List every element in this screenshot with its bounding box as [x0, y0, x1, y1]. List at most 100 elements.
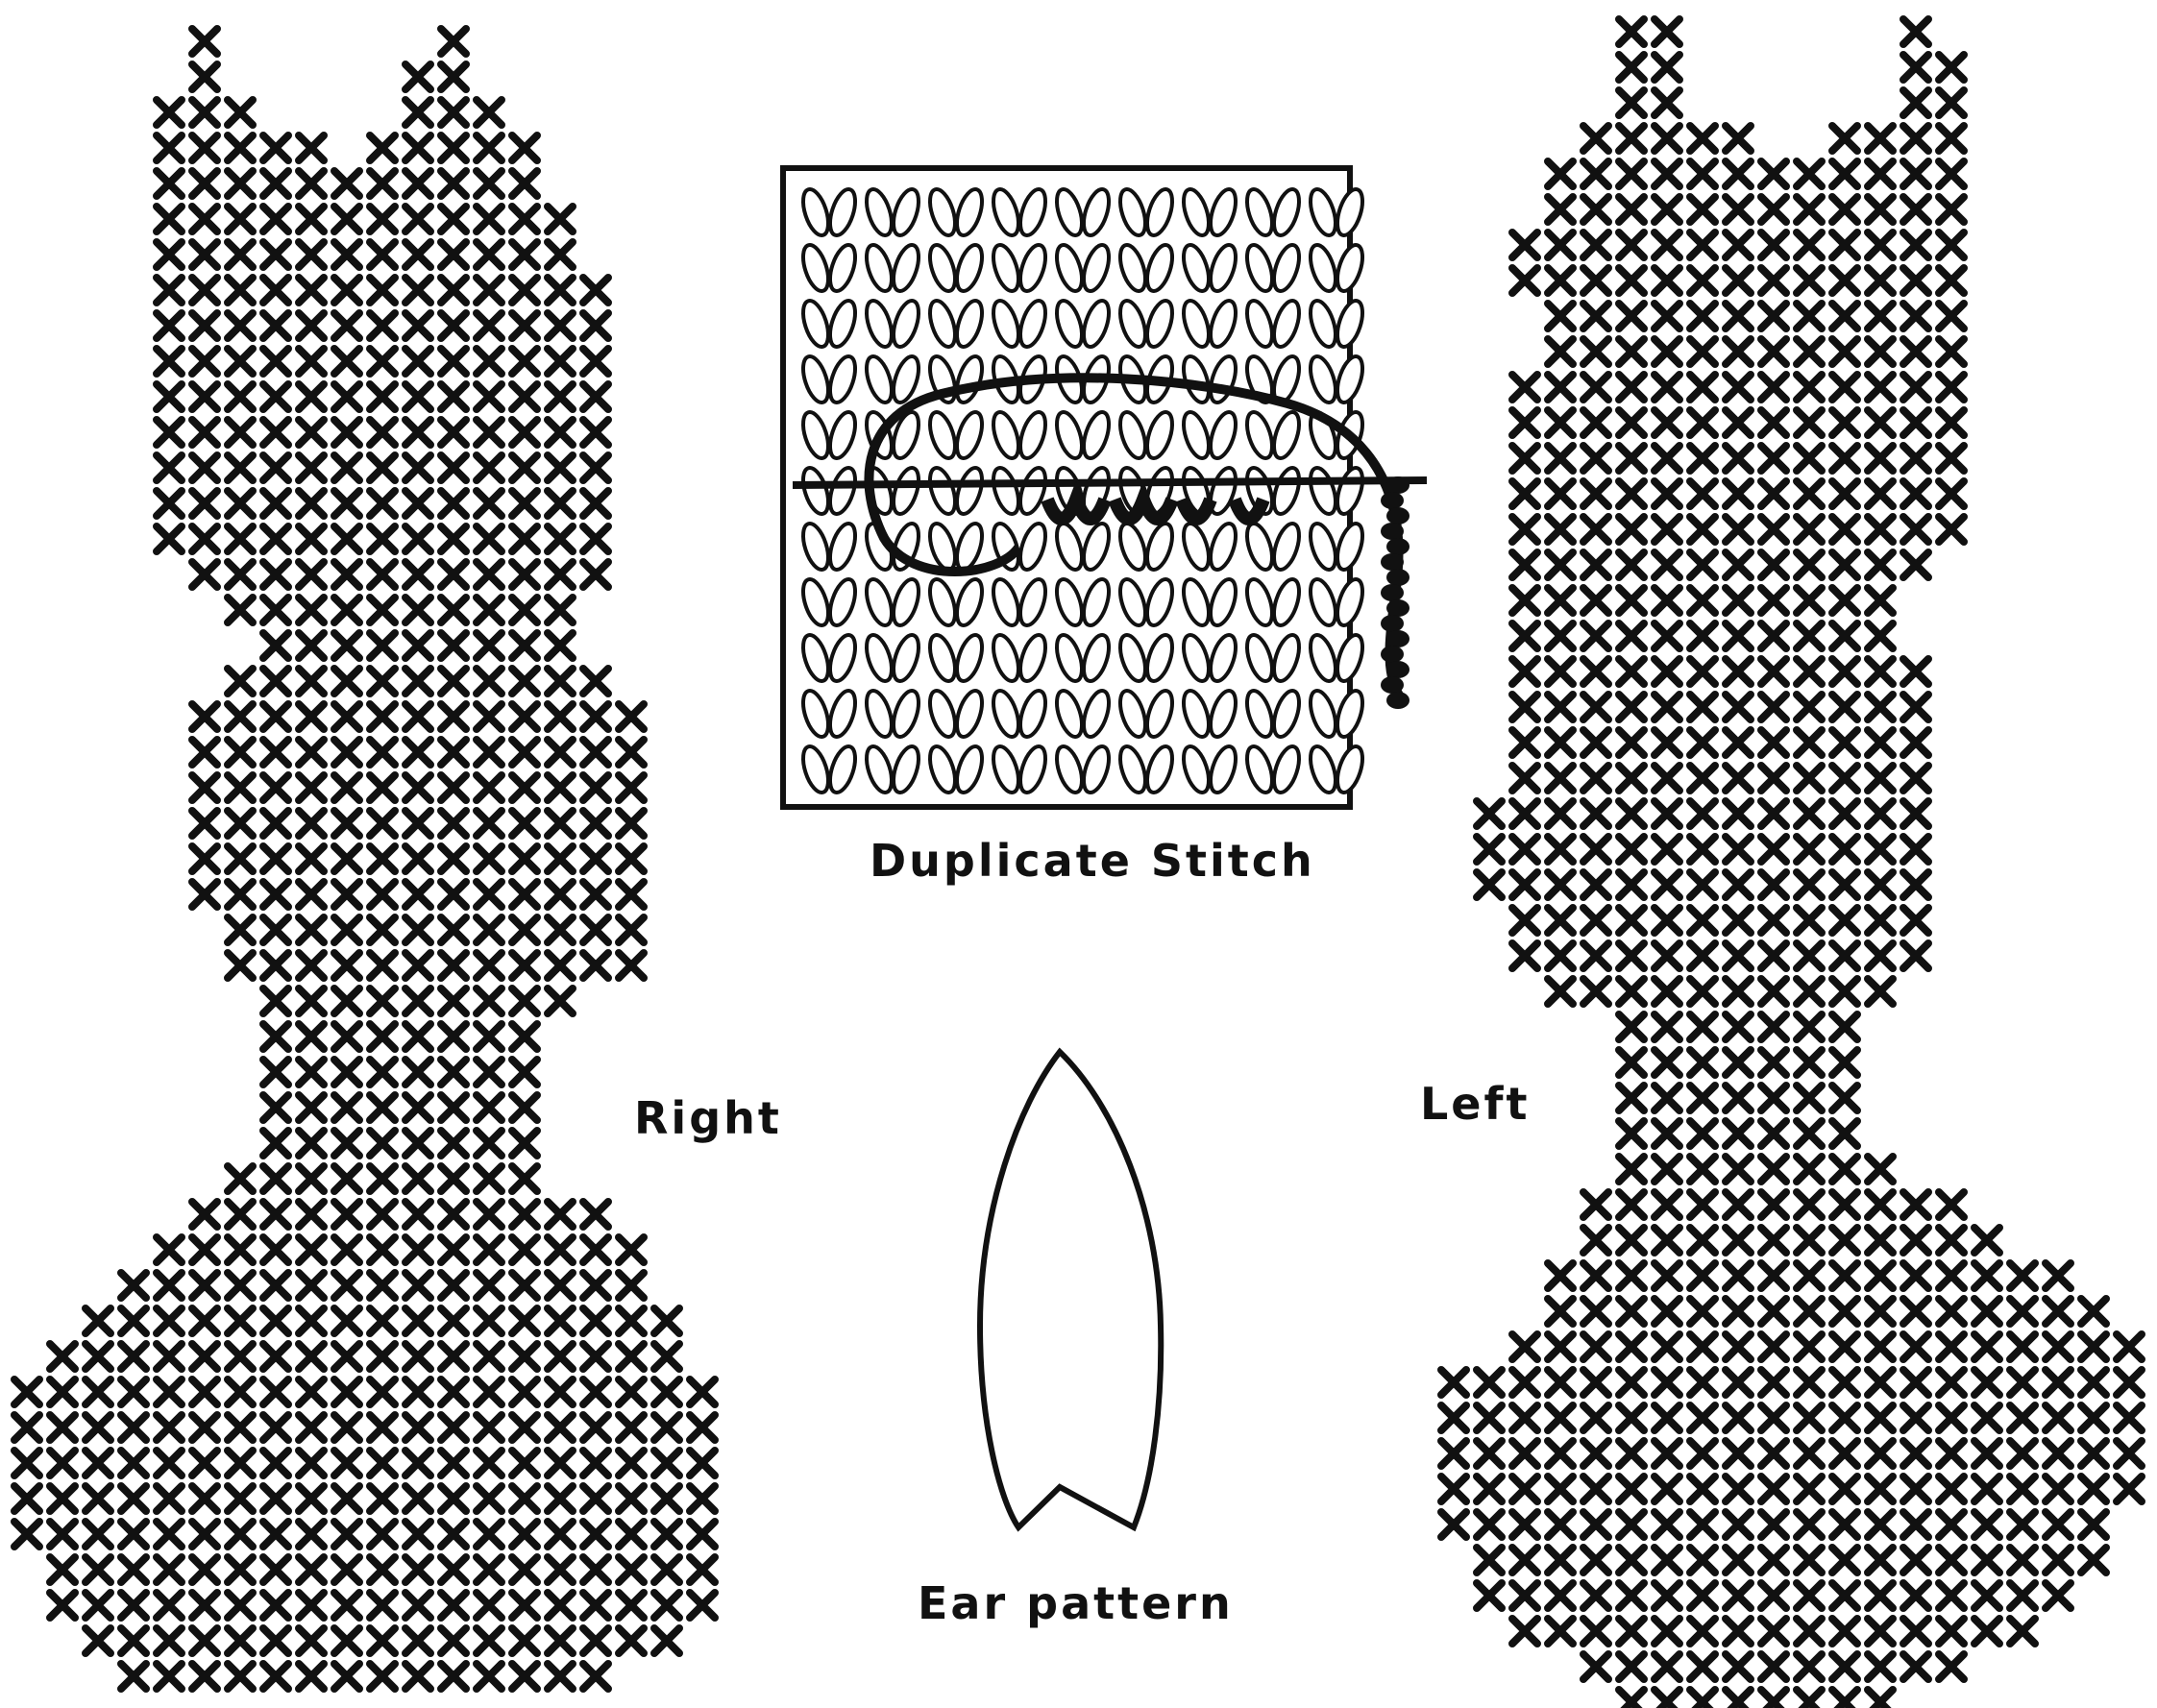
chart-cross-stitch: [334, 953, 359, 978]
chart-cross-stitch: [1619, 1157, 1644, 1182]
chart-cross-stitch: [477, 1202, 502, 1227]
chart-cross-stitch: [1832, 304, 1857, 329]
chart-cross-stitch: [299, 669, 324, 694]
chart-cross-stitch: [477, 1131, 502, 1156]
chart-cross-stitch: [512, 598, 537, 622]
chart-cross-stitch: [477, 491, 502, 516]
chart-cross-stitch: [405, 278, 430, 303]
chart-cross-stitch: [228, 846, 253, 871]
chart-cross-stitch: [2046, 1583, 2071, 1608]
chart-cross-stitch: [2010, 1334, 2035, 1359]
chart-cross-stitch: [441, 1166, 466, 1191]
chart-cross-stitch: [370, 988, 395, 1013]
chart-cross-stitch: [512, 349, 537, 374]
chart-cross-stitch: [583, 455, 608, 480]
chart-cross-stitch: [654, 1628, 679, 1653]
chart-cross-stitch: [1690, 126, 1715, 151]
chart-cross-stitch: [512, 384, 537, 409]
chart-cross-stitch: [370, 562, 395, 587]
chart-cross-stitch: [1868, 979, 1893, 1004]
chart-cross-stitch: [1548, 908, 1573, 933]
chart-cross-stitch: [690, 1451, 715, 1476]
chart-cross-stitch: [1761, 730, 1786, 755]
chart-cross-stitch: [1974, 1476, 1999, 1501]
chart-cross-stitch: [1690, 1476, 1715, 1501]
chart-cross-stitch: [1548, 197, 1573, 222]
chart-cross-stitch: [50, 1379, 75, 1404]
chart-cross-stitch: [477, 1060, 502, 1085]
chart-cross-stitch: [548, 313, 573, 338]
chart-cross-stitch: [1868, 375, 1893, 400]
chart-cross-stitch: [334, 1060, 359, 1085]
chart-cross-stitch: [1690, 1050, 1715, 1075]
chart-cross-stitch: [690, 1593, 715, 1618]
chart-cross-stitch: [228, 811, 253, 836]
chart-cross-stitch: [370, 775, 395, 800]
chart-cross-stitch: [86, 1344, 110, 1369]
chart-cross-stitch: [1903, 837, 1928, 862]
chart-cross-stitch: [192, 100, 217, 125]
chart-cross-stitch: [1655, 730, 1679, 755]
chart-cross-stitch: [334, 633, 359, 658]
chart-cross-stitch: [1868, 517, 1893, 542]
chart-cross-stitch: [1655, 1157, 1679, 1182]
chart-cross-stitch: [548, 917, 573, 942]
chart-cross-stitch: [477, 1557, 502, 1582]
chart-cross-stitch: [1619, 766, 1644, 791]
chart-cross-stitch: [334, 1593, 359, 1618]
chart-cross-stitch: [1797, 623, 1822, 648]
chart-cross-stitch: [619, 704, 644, 729]
chart-cross-stitch: [334, 988, 359, 1013]
chart-cross-stitch: [1868, 161, 1893, 186]
chart-cross-stitch: [263, 1344, 288, 1369]
chart-cross-stitch: [1797, 1441, 1822, 1466]
chart-cross-stitch: [263, 1237, 288, 1262]
chart-cross-stitch: [1477, 1548, 1502, 1573]
chart-cross-stitch: [1512, 659, 1537, 684]
chart-cross-stitch: [512, 1237, 537, 1262]
chart-cross-stitch: [1583, 1441, 1608, 1466]
chart-cross-stitch: [654, 1486, 679, 1511]
chart-cross-stitch: [1477, 801, 1502, 826]
chart-cross-stitch: [1974, 1228, 1999, 1253]
chart-cross-stitch: [1690, 339, 1715, 364]
chart-cross-stitch: [1619, 446, 1644, 471]
chart-cross-stitch: [299, 1237, 324, 1262]
chart-cross-stitch: [583, 1593, 608, 1618]
chart-cross-stitch: [228, 1344, 253, 1369]
chart-cross-stitch: [2010, 1263, 2035, 1288]
chart-cross-stitch: [1868, 1654, 1893, 1679]
chart-cross-stitch: [548, 1593, 573, 1618]
chart-cross-stitch: [548, 1273, 573, 1298]
chart-cross-stitch: [548, 1451, 573, 1476]
chart-cross-stitch: [405, 207, 430, 232]
yarn-twist-bead: [1386, 538, 1409, 555]
chart-cross-stitch: [1548, 1405, 1573, 1430]
chart-cross-stitch: [1726, 766, 1751, 791]
chart-cross-stitch: [1655, 1334, 1679, 1359]
chart-cross-stitch: [157, 1628, 182, 1653]
chart-cross-stitch: [1512, 1476, 1537, 1501]
chart-cross-stitch: [1512, 268, 1537, 293]
chart-cross-stitch: [405, 1628, 430, 1653]
chart-cross-stitch: [1797, 1548, 1822, 1573]
chart-cross-stitch: [1726, 1334, 1751, 1359]
chart-cross-stitch: [1903, 1228, 1928, 1253]
chart-cross-stitch: [1868, 1157, 1893, 1182]
chart-cross-stitch: [1868, 232, 1893, 257]
chart-cross-stitch: [1548, 801, 1573, 826]
chart-cross-stitch: [228, 1202, 253, 1227]
chart-cross-stitch: [1655, 1228, 1679, 1253]
chart-cross-stitch: [441, 775, 466, 800]
chart-cross-stitch: [1619, 517, 1644, 542]
chart-cross-stitch: [1868, 1263, 1893, 1288]
chart-cross-stitch: [1726, 1228, 1751, 1253]
chart-cross-stitch: [192, 1593, 217, 1618]
chart-cross-stitch: [299, 207, 324, 232]
chart-cross-stitch: [2010, 1476, 2035, 1501]
chart-cross-stitch: [263, 1273, 288, 1298]
yarn-twist-bead: [1381, 646, 1404, 663]
chart-cross-stitch: [1690, 1441, 1715, 1466]
chart-cross-stitch: [405, 562, 430, 587]
